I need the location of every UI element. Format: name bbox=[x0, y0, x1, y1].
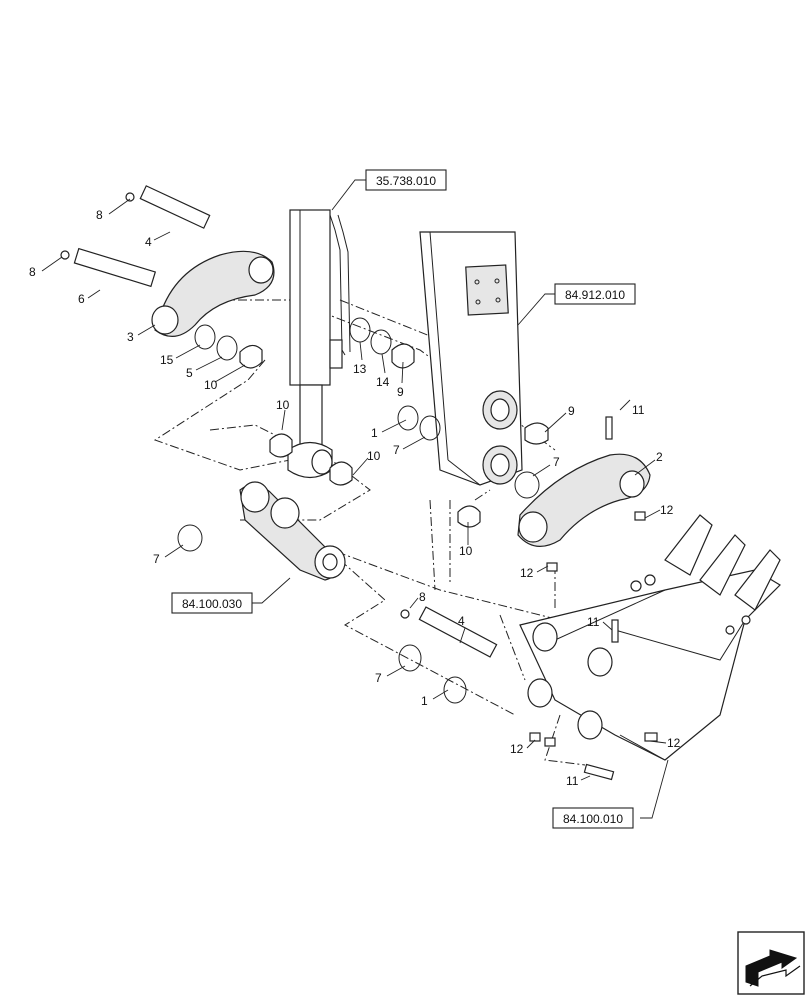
hydraulic-cylinder bbox=[287, 209, 351, 479]
leader-lines bbox=[41, 198, 667, 781]
callout-5: 5 bbox=[186, 366, 193, 380]
callout-2: 2 bbox=[656, 450, 663, 464]
callout-7: 7 bbox=[393, 443, 400, 457]
callout-7: 7 bbox=[553, 455, 560, 469]
next-page-arrow-icon[interactable] bbox=[737, 931, 805, 995]
rings-and-washers bbox=[177, 317, 549, 704]
ref-label-bucket[interactable]: 84.100.010 bbox=[563, 812, 623, 826]
callout-14: 14 bbox=[376, 375, 390, 389]
callout-6: 6 bbox=[78, 292, 85, 306]
lower-pin bbox=[400, 606, 498, 658]
callout-13: 13 bbox=[353, 362, 367, 376]
callout-11: 11 bbox=[632, 403, 645, 417]
bucket bbox=[519, 514, 781, 781]
bucket-link bbox=[517, 416, 651, 572]
callout-10: 10 bbox=[204, 378, 218, 392]
callout-10: 10 bbox=[276, 398, 290, 412]
ref-label-linkage[interactable]: 84.100.030 bbox=[182, 597, 242, 611]
callout-9: 9 bbox=[397, 385, 404, 399]
lower-links bbox=[239, 481, 346, 581]
callout-9: 9 bbox=[568, 404, 575, 418]
arm-stick bbox=[419, 231, 523, 486]
callout-4: 4 bbox=[458, 614, 465, 628]
callout-12: 12 bbox=[510, 742, 524, 756]
callout-7: 7 bbox=[375, 671, 382, 685]
callout-10: 10 bbox=[367, 449, 381, 463]
ref-box-linkage[interactable]: 84.100.030 bbox=[171, 592, 253, 614]
callout-11: 11 bbox=[566, 774, 579, 788]
callout-7: 7 bbox=[153, 552, 160, 566]
ref-label-arm[interactable]: 84.912.010 bbox=[565, 288, 625, 302]
callout-1: 1 bbox=[371, 426, 378, 440]
callout-12: 12 bbox=[520, 566, 534, 580]
callout-11: 11 bbox=[587, 615, 600, 629]
callout-1: 1 bbox=[421, 694, 428, 708]
ref-label-hydraulics[interactable]: 35.738.010 bbox=[376, 174, 436, 188]
ref-box-hydraulics[interactable]: 35.738.010 bbox=[365, 169, 447, 191]
callout-3: 3 bbox=[127, 330, 134, 344]
callout-10: 10 bbox=[459, 544, 473, 558]
callout-8: 8 bbox=[419, 590, 426, 604]
callout-15: 15 bbox=[160, 353, 174, 367]
callout-8: 8 bbox=[96, 208, 103, 222]
reference-leaders bbox=[250, 179, 669, 819]
callouts: 8 4 8 6 3 15 5 10 13 14 9 10 1 7 10 9 7 … bbox=[29, 208, 681, 788]
ref-box-bucket[interactable]: 84.100.010 bbox=[552, 807, 634, 829]
callout-4: 4 bbox=[145, 235, 152, 249]
upper-link-group bbox=[60, 185, 275, 337]
callout-12: 12 bbox=[660, 503, 674, 517]
callout-12: 12 bbox=[667, 736, 681, 750]
callout-8: 8 bbox=[29, 265, 36, 279]
ref-box-arm[interactable]: 84.912.010 bbox=[554, 283, 636, 305]
